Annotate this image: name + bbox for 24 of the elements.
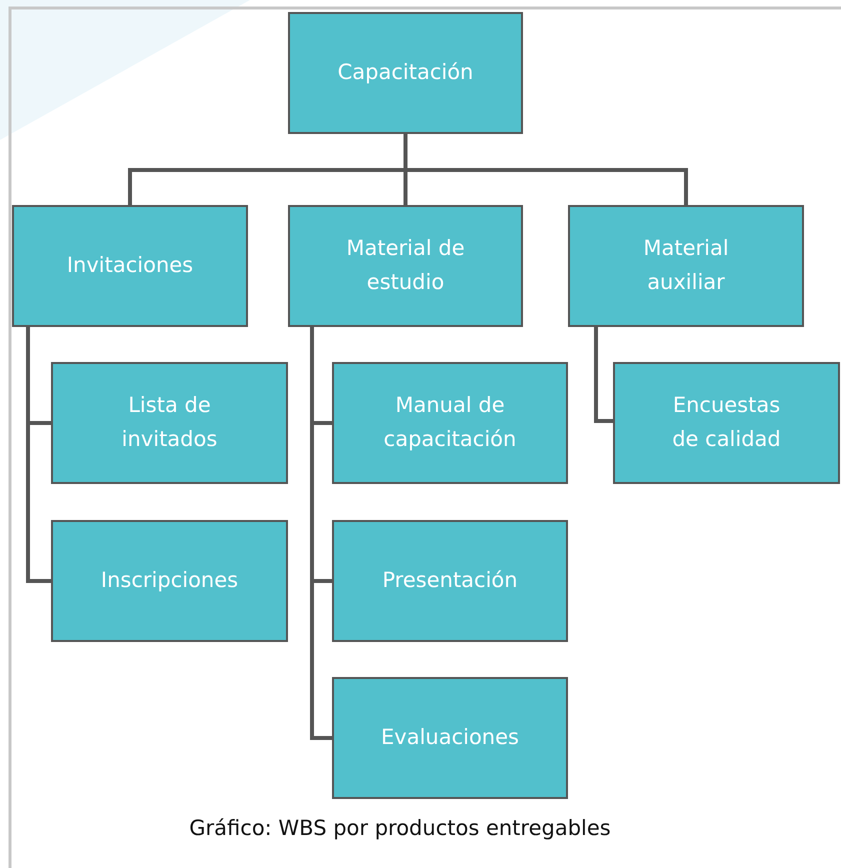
wbs-box xyxy=(51,520,288,642)
node-label: Manual de capacitación xyxy=(382,392,518,453)
node-label: Material de estudio xyxy=(345,235,466,296)
node-label: Presentación xyxy=(382,567,518,594)
node-label: Lista de invitados xyxy=(120,392,218,453)
wbs-box xyxy=(51,362,288,484)
node-label: Material auxiliar xyxy=(642,235,730,296)
connector-line xyxy=(310,327,332,740)
connector-line xyxy=(594,327,613,423)
connector-line xyxy=(26,327,51,583)
wbs-box xyxy=(613,362,840,484)
wbs-box xyxy=(332,677,568,799)
node-label: Encuestas de calidad xyxy=(671,392,782,453)
wbs-box xyxy=(288,12,523,134)
node-label: Invitaciones xyxy=(66,252,194,280)
wbs-box xyxy=(332,362,568,484)
node-label: Capacitación xyxy=(338,59,474,86)
node-label: Inscripciones xyxy=(100,567,238,594)
node-label: Evaluaciones xyxy=(381,724,519,752)
wbs-box xyxy=(332,520,568,642)
wbs-box xyxy=(12,205,248,327)
caption: Gráfico: WBS por productos entregables xyxy=(189,816,611,840)
wbs-box xyxy=(568,205,804,327)
wbs-box xyxy=(288,205,523,327)
